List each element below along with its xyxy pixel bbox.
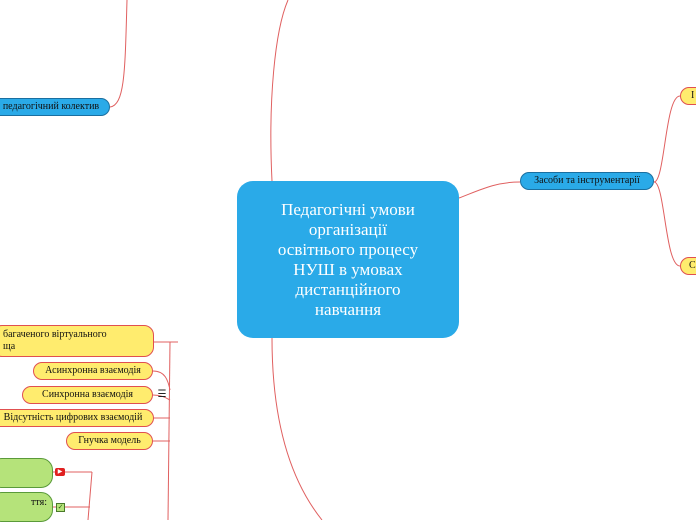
connector-center-top (270, 0, 289, 182)
youtube-icon[interactable]: ▶ (55, 468, 65, 476)
checkbox-icon[interactable]: ✓ (56, 503, 65, 512)
connector-green-spine (87, 471, 93, 520)
connector-collective (109, 0, 128, 108)
connector-sync (152, 394, 171, 401)
node-green-2[interactable]: ття: (0, 492, 53, 522)
connector-center-tools (458, 181, 521, 199)
node-async[interactable]: Асинхронна взаємодія (33, 362, 153, 380)
node-flexible[interactable]: Гнучка модель (66, 432, 153, 450)
node-right-1[interactable]: І (680, 87, 696, 105)
central-topic[interactable]: Педагогічні умови організації освітнього… (237, 181, 459, 338)
node-right-2[interactable]: С (680, 257, 696, 275)
node-nodigital[interactable]: Відсутність цифрових взаємодій (0, 409, 154, 427)
branch-collective[interactable]: педагогічний колектив (0, 98, 110, 116)
list-icon[interactable]: ☰ (157, 389, 167, 400)
node-sync[interactable]: Синхронна взаємодія (22, 386, 153, 404)
node-enriched[interactable]: багаченого віртуального ща (0, 325, 154, 357)
connector-tools-r2 (653, 181, 681, 267)
node-green-1[interactable] (0, 458, 53, 488)
connector-left-spine (167, 341, 171, 520)
connector-async (152, 370, 171, 391)
connector-center-bottom (271, 337, 323, 520)
branch-tools[interactable]: Засоби та інструментарії (520, 172, 654, 190)
connector-tools-r1 (653, 95, 681, 183)
